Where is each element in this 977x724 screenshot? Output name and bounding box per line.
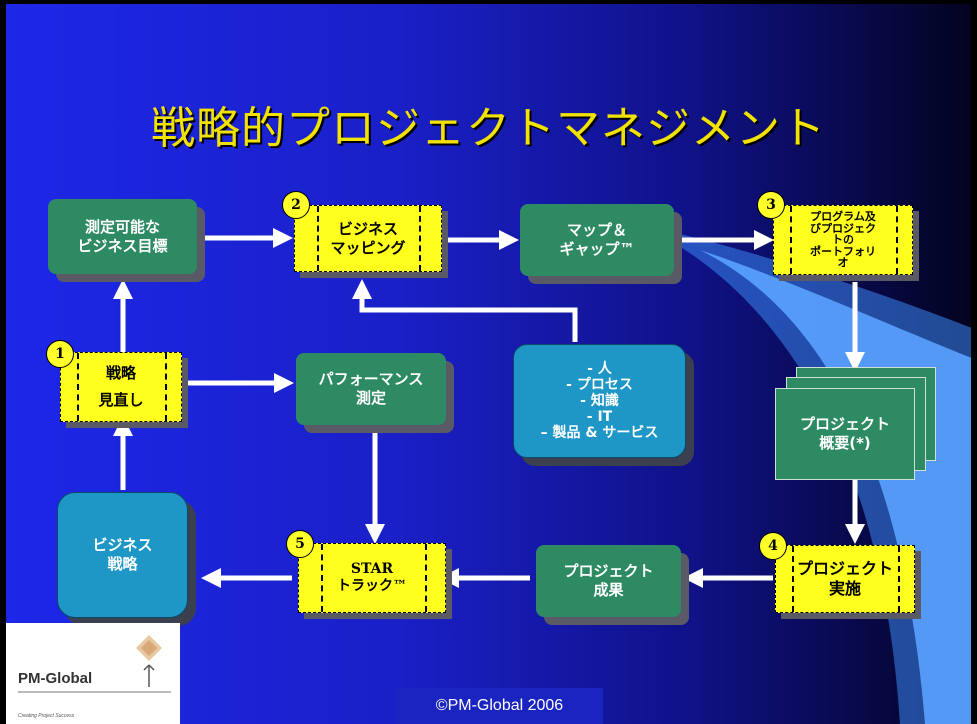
step-number-4: 4	[759, 532, 787, 560]
box-text: マップ＆	[566, 221, 627, 240]
box-text: プロジェクト	[799, 415, 890, 434]
dashed-divider	[896, 206, 898, 274]
footer-copyright: ©PM-Global 2006	[396, 688, 603, 724]
box-star-track: STAR トラック™	[298, 543, 446, 613]
box-text: ビジネス	[337, 219, 398, 238]
pm-global-logo: PM-Global Creating Project Success	[6, 623, 180, 724]
box-text: 実施	[828, 579, 861, 598]
box-text: STAR	[350, 560, 394, 577]
dashed-divider	[77, 353, 79, 421]
step-number-3: 3	[757, 191, 785, 219]
box-text: パフォーマンス	[318, 370, 424, 389]
box-text: 測定可能な	[84, 217, 160, 236]
box-text: 測定	[355, 389, 386, 407]
box-text: 戦略	[107, 555, 138, 573]
box-resources: - 人 - プロセス - 知識 - IT – 製品 & サービス	[513, 344, 686, 458]
step-number-1: 1	[46, 340, 74, 368]
step-number-5: 5	[286, 530, 314, 558]
box-text: 成果	[593, 581, 624, 599]
resource-item: - プロセス	[566, 376, 633, 393]
step-number-2: 2	[282, 191, 310, 219]
dashed-divider	[790, 206, 792, 274]
dashed-divider	[792, 546, 794, 612]
box-text: ビジネス	[92, 536, 153, 555]
dashed-divider	[425, 544, 427, 612]
box-portfolio: プログラム及 びプロジェク トの ポートフォリ オ	[773, 205, 913, 275]
frame-top	[0, 0, 977, 4]
dashed-divider	[317, 206, 319, 271]
dashed-divider	[321, 544, 323, 612]
box-text: プロジェクト	[796, 559, 893, 578]
resource-item: - IT	[586, 409, 613, 426]
box-map-gap: マップ＆ ギャップ™	[520, 204, 674, 276]
logo-tagline: Creating Project Success	[18, 713, 75, 719]
box-project-results: プロジェクト 成果	[536, 545, 681, 617]
slide-title: 戦略的プロジェクトマネジメント	[151, 103, 826, 154]
box-strategy-review: 戦略 見直し	[60, 352, 182, 422]
logo-mark	[18, 635, 171, 693]
resource-item: - 知識	[580, 392, 619, 409]
box-text: トラック™	[337, 578, 407, 594]
frame-left	[0, 0, 6, 724]
box-text: 見直し	[98, 391, 144, 409]
box-text: びプロジェク	[810, 221, 876, 235]
dashed-divider	[898, 546, 900, 612]
resource-item: – 製品 & サービス	[540, 425, 659, 442]
box-text: ギャップ™	[559, 240, 635, 258]
arrow-resources-to-mapping	[352, 279, 578, 342]
frame-right	[971, 0, 977, 724]
box-text: 概要(*)	[819, 434, 871, 452]
box-text: ビジネス目標	[77, 236, 168, 255]
box-project-summary: プロジェクト 概要(*)	[775, 388, 915, 480]
resource-item: - 人	[587, 360, 612, 377]
box-business-mapping: ビジネス マッピング	[294, 205, 442, 272]
box-text: プログラム及	[810, 210, 876, 224]
box-project-execution: プロジェクト 実施	[775, 545, 915, 613]
box-text: 戦略	[105, 364, 136, 383]
box-text: マッピング	[330, 238, 406, 257]
box-performance: パフォーマンス 測定	[296, 353, 446, 425]
box-text: ポートフォリ	[810, 244, 876, 258]
dashed-divider	[165, 353, 167, 421]
box-business-strategy: ビジネス 戦略	[57, 492, 188, 618]
box-measurable-goals: 測定可能な ビジネス目標	[48, 199, 197, 274]
box-text: トの	[832, 233, 854, 247]
logo-name: PM-Global	[18, 670, 93, 687]
dashed-divider	[419, 206, 421, 271]
box-text: プロジェクト	[563, 562, 654, 581]
box-text: オ	[837, 256, 849, 270]
